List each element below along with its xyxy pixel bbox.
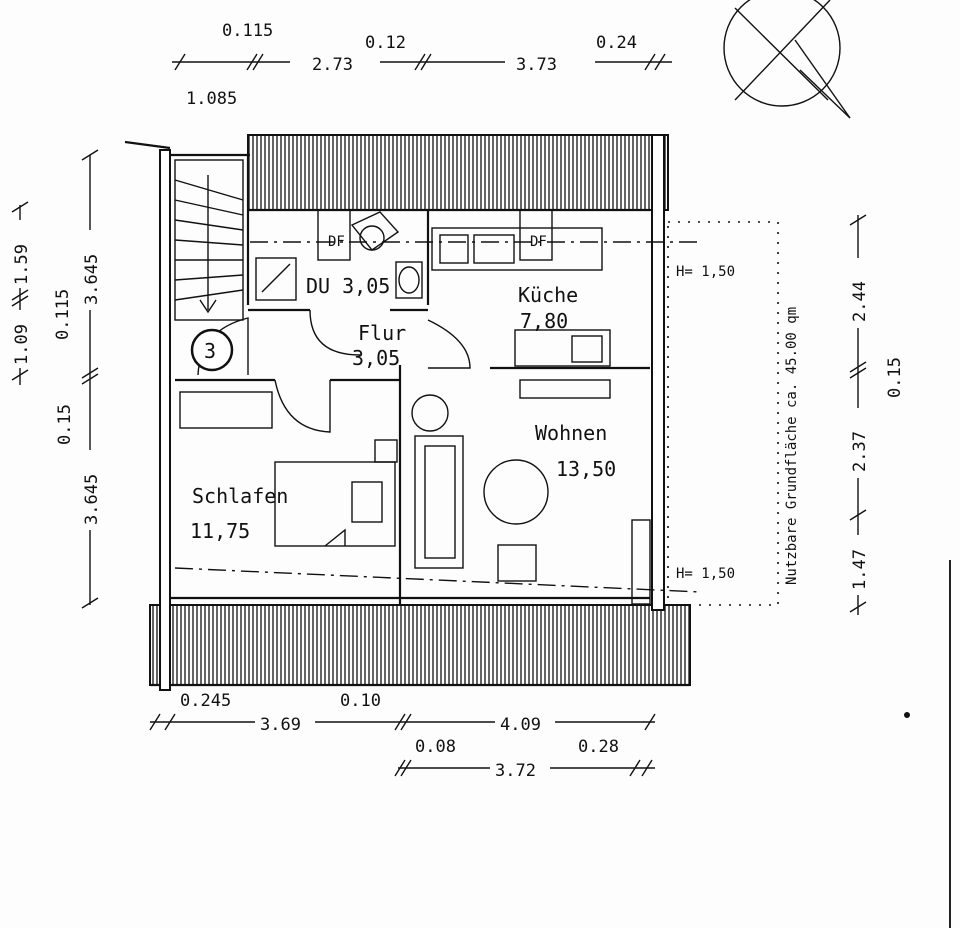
living-furniture xyxy=(174,394,701,605)
dim-label: 3.645 xyxy=(82,474,102,525)
dim-label: 0.10 xyxy=(340,691,381,711)
north-arrow-icon xyxy=(723,0,851,119)
dim-label: 0.28 xyxy=(578,737,619,757)
bedroom-furniture xyxy=(179,391,398,547)
room-hall-area: 3,05 xyxy=(352,346,400,370)
roof-slope-bottom xyxy=(149,604,691,686)
room-living-area: 13,50 xyxy=(556,457,616,481)
kitchen-fixtures xyxy=(250,227,700,399)
skylight-label: DF xyxy=(328,234,345,250)
dim-label: 3.645 xyxy=(82,254,102,305)
speck xyxy=(904,712,910,718)
dim-label: 1.085 xyxy=(186,89,237,109)
room-bathroom: DU 3,05 xyxy=(306,274,390,298)
room-labels: DU 3,05 Küche 7,80 Flur 3,05 Wohnen 13,5… xyxy=(190,264,800,585)
staircase: 3 xyxy=(174,159,244,372)
dim-label: 0.15 xyxy=(55,404,75,445)
dim-label: 1.59 xyxy=(12,244,32,285)
left-dimension-chain: 1.59 1.09 0.115 3.645 0.15 3.645 xyxy=(8,149,102,609)
roof-slope-top xyxy=(247,134,669,211)
dim-label: 0.08 xyxy=(415,737,456,757)
dim-label: 3.73 xyxy=(516,55,557,75)
dim-label: 3.69 xyxy=(260,715,301,735)
right-dimension-chain: 2.44 0.15 2.37 1.47 xyxy=(846,214,905,615)
room-hall-name: Flur xyxy=(358,321,406,345)
dim-label: 0.24 xyxy=(596,33,637,53)
dim-label: 2.44 xyxy=(850,281,870,322)
ceiling-height-label: H= 1,50 xyxy=(676,264,735,280)
dim-label: 2.37 xyxy=(850,431,870,472)
room-bedroom-name: Schlafen xyxy=(192,484,288,508)
dim-label: 3.72 xyxy=(495,761,536,781)
usable-area-label: Nutzbare Grundfläche ca. 45.00 qm xyxy=(784,307,800,585)
room-living-name: Wohnen xyxy=(535,421,607,445)
dim-label: 0.115 xyxy=(222,21,273,41)
dim-label: 0.15 xyxy=(885,357,905,398)
usable-area-outline xyxy=(667,221,779,606)
room-kitchen-area: 7,80 xyxy=(520,309,568,333)
room-kitchen-name: Küche xyxy=(518,283,578,307)
dim-label: 0.12 xyxy=(365,33,406,53)
dim-label: 0.245 xyxy=(180,691,231,711)
bottom-dimension-chain: 0.245 0.10 3.69 4.09 0.08 0.28 3.72 xyxy=(149,691,656,781)
dim-label: 1.47 xyxy=(850,549,870,590)
ceiling-height-label: H= 1,50 xyxy=(676,566,735,582)
dim-label: 4.09 xyxy=(500,715,541,735)
stair-number-badge xyxy=(190,328,234,372)
top-dimension-chain: 0.115 0.12 0.24 2.73 3.73 1.085 xyxy=(172,21,672,109)
dim-label: 0.115 xyxy=(53,289,73,340)
dim-label: 2.73 xyxy=(312,55,353,75)
dim-label: 1.09 xyxy=(12,324,32,365)
bathroom-fixtures xyxy=(255,209,553,301)
room-bedroom-area: 11,75 xyxy=(190,519,250,543)
stair-number: 3 xyxy=(204,339,216,363)
walls xyxy=(124,134,665,691)
